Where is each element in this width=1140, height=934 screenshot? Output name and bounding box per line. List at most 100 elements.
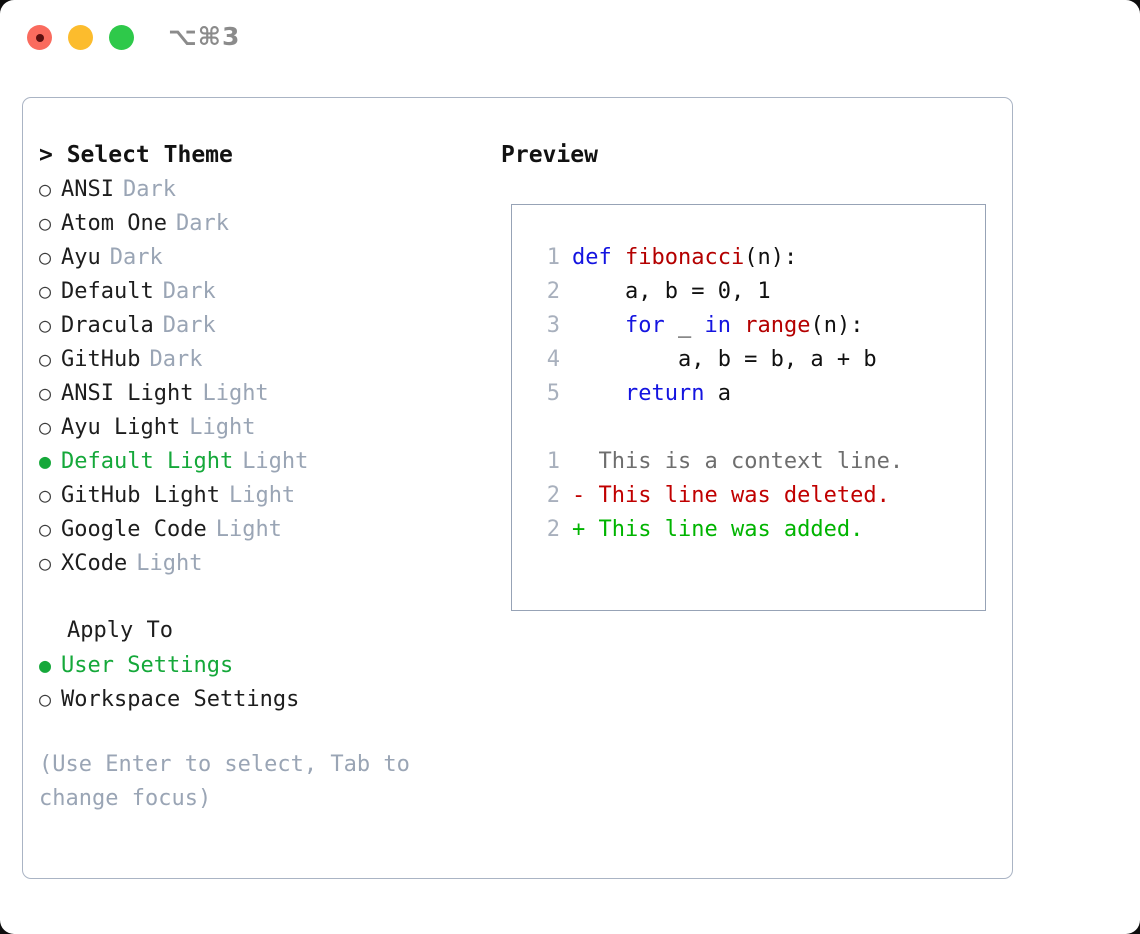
code-token-txt — [572, 313, 625, 338]
code-line-text: return a — [572, 377, 731, 411]
line-number: 2 — [546, 279, 560, 304]
radio-unselected-icon: ○ — [39, 279, 52, 303]
diff-marker: + — [572, 517, 599, 542]
theme-option-tag: Light — [242, 449, 309, 474]
code-line-text: a, b = 0, 1 — [572, 275, 771, 309]
diff-line: 2 + This line was added. — [534, 513, 903, 547]
theme-option-label: GitHub Light — [61, 483, 220, 508]
diff-marker: - — [572, 483, 599, 508]
radio-selected-icon: ● — [39, 449, 52, 473]
diff-text: This line was added. — [598, 517, 864, 542]
theme-option-9[interactable]: ○ GitHub Light Light — [39, 478, 469, 512]
radio-unselected-icon: ○ — [39, 211, 52, 235]
close-button[interactable] — [27, 25, 52, 50]
code-token-kw: return — [624, 381, 705, 406]
diff-line: 1 This is a context line. — [534, 445, 903, 479]
theme-option-tag: Light — [228, 483, 296, 508]
code-line-text: def fibonacci(n): — [572, 241, 797, 275]
code-token-kw: def — [572, 245, 625, 270]
theme-option-5[interactable]: ○ GitHub Dark — [39, 342, 469, 376]
radio-unselected-icon: ○ — [39, 687, 52, 711]
theme-option-label: GitHub — [61, 347, 141, 372]
apply-to-option-1[interactable]: ○ Workspace Settings — [39, 682, 469, 716]
preview-heading: Preview — [501, 142, 598, 168]
theme-option-tag: Dark — [175, 211, 229, 236]
theme-option-label: Default Light — [61, 449, 234, 474]
title-bar: ⌥⌘3 — [0, 0, 1140, 78]
theme-option-label: XCode — [61, 551, 128, 576]
theme-option-label: Atom One — [61, 211, 167, 236]
radio-selected-icon: ● — [39, 653, 52, 677]
diff-text: This is a context line. — [598, 449, 904, 474]
code-token-kw: for — [624, 313, 665, 338]
radio-unselected-icon: ○ — [39, 347, 52, 371]
radio-unselected-icon: ○ — [39, 415, 52, 439]
apply-to-option-0[interactable]: ●User Settings — [39, 648, 469, 682]
code-line-text: a, b = b, a + b — [572, 343, 877, 377]
theme-option-0[interactable]: ○ ANSI Dark — [39, 172, 469, 206]
apply-to-option-list[interactable]: ●User Settings ○ Workspace Settings — [39, 648, 469, 716]
line-number: 3 — [546, 313, 560, 338]
radio-unselected-icon: ○ — [39, 177, 52, 201]
theme-option-8[interactable]: ● Default Light Light — [39, 444, 469, 478]
code-token-txt: a, b = 0, 1 — [572, 279, 771, 304]
theme-option-label: ANSI — [61, 177, 114, 202]
line-number: 2 — [546, 483, 560, 508]
page-title: > Select Theme — [39, 142, 233, 168]
maximize-button[interactable] — [109, 25, 134, 50]
window-controls — [27, 25, 134, 50]
line-number: 4 — [546, 347, 560, 372]
apply-to-option-label: Workspace Settings — [61, 687, 300, 712]
keyboard-shortcut-label: ⌥⌘3 — [168, 22, 241, 51]
code-token-txt — [572, 381, 625, 406]
code-token-fn: fibonacci — [624, 245, 745, 270]
diff-line: 2- This line was deleted. — [534, 479, 903, 513]
theme-option-4[interactable]: ○ Dracula Dark — [39, 308, 469, 342]
theme-option-tag: Dark — [162, 313, 216, 338]
line-number: 2 — [546, 517, 560, 542]
section-spacer — [39, 580, 469, 614]
theme-option-tag: Light — [189, 415, 256, 440]
theme-option-tag: Dark — [162, 279, 216, 304]
preview-pane: Preview — [501, 138, 991, 172]
keyboard-hint: (Use Enter to select, Tab to change focu… — [39, 752, 410, 811]
radio-unselected-icon: ○ — [39, 381, 52, 405]
code-line: 3 for _ in range(n): — [534, 309, 903, 343]
minimize-button[interactable] — [68, 25, 93, 50]
radio-unselected-icon: ○ — [39, 313, 52, 337]
code-token-txt: a, b = b, a + b — [572, 347, 877, 372]
theme-option-tag: Light — [136, 551, 203, 576]
diff-text: This line was deleted. — [598, 483, 890, 508]
code-line: 5 return a — [534, 377, 903, 411]
code-token-txt: _ — [664, 313, 705, 338]
diff-marker — [572, 445, 599, 479]
code-line-text: for _ in range(n): — [572, 309, 863, 343]
theme-option-tag: Dark — [122, 177, 176, 202]
code-token-fn: range — [744, 313, 811, 338]
line-number: 5 — [546, 381, 560, 406]
radio-unselected-icon: ○ — [39, 483, 52, 507]
code-line: 4 a, b = b, a + b — [534, 343, 903, 377]
code-token-txt: (n): — [744, 245, 798, 270]
theme-option-tag: Dark — [149, 347, 203, 372]
theme-option-3[interactable]: ○ Default Dark — [39, 274, 469, 308]
code-blank-line — [534, 411, 903, 445]
theme-option-label: Default — [61, 279, 154, 304]
code-line: 2 a, b = 0, 1 — [534, 275, 903, 309]
radio-unselected-icon: ○ — [39, 517, 52, 541]
theme-option-1[interactable]: ○ Atom One Dark — [39, 206, 469, 240]
theme-option-label: Dracula — [61, 313, 154, 338]
theme-option-label: Ayu — [61, 245, 101, 270]
apply-to-heading: Apply To — [67, 618, 173, 643]
